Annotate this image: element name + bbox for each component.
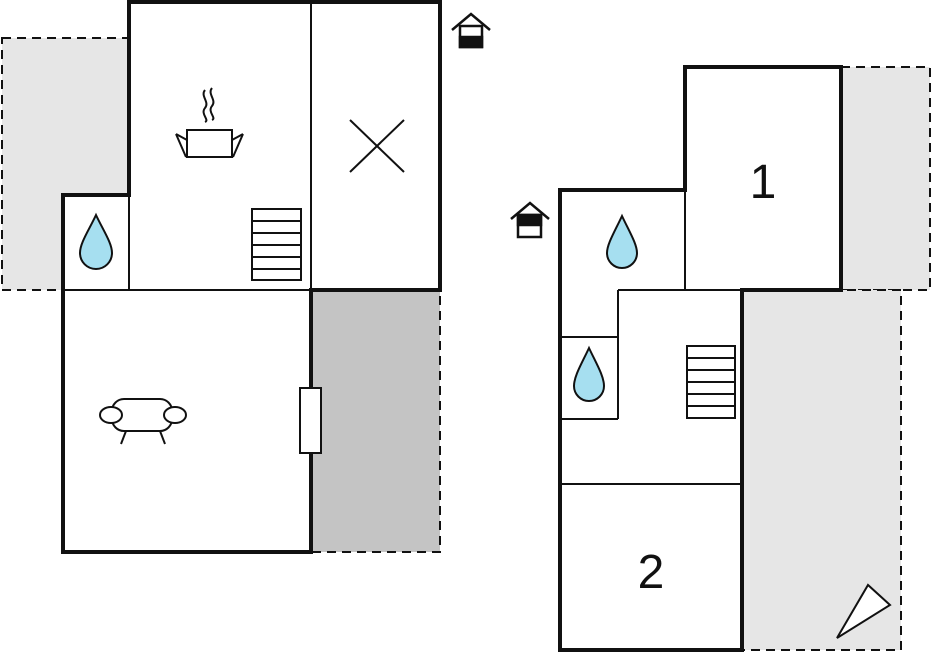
bedroom-1-label: 1 — [750, 156, 777, 209]
entrance-house-icon — [451, 12, 491, 49]
water-drop-icon — [605, 213, 639, 269]
bedroom-2-label: 2 — [638, 546, 665, 599]
ground-floor-plan — [1, 0, 491, 554]
stairs-icon — [251, 208, 302, 281]
water-drop-icon — [572, 345, 606, 402]
window — [299, 387, 322, 454]
entrance-house-icon — [510, 201, 550, 239]
cooking-pot-icon — [175, 87, 244, 158]
sofa-icon — [99, 398, 187, 445]
balcony-right — [840, 66, 931, 291]
stairs-icon — [686, 345, 736, 419]
covered-terrace — [310, 289, 441, 553]
ground-floor-outer-wall — [61, 0, 442, 554]
water-drop-icon — [78, 212, 114, 270]
x-cross-icon — [349, 119, 405, 173]
upper-floor-plan: 1 2 — [510, 65, 931, 652]
triangle-flag-icon — [836, 583, 892, 639]
